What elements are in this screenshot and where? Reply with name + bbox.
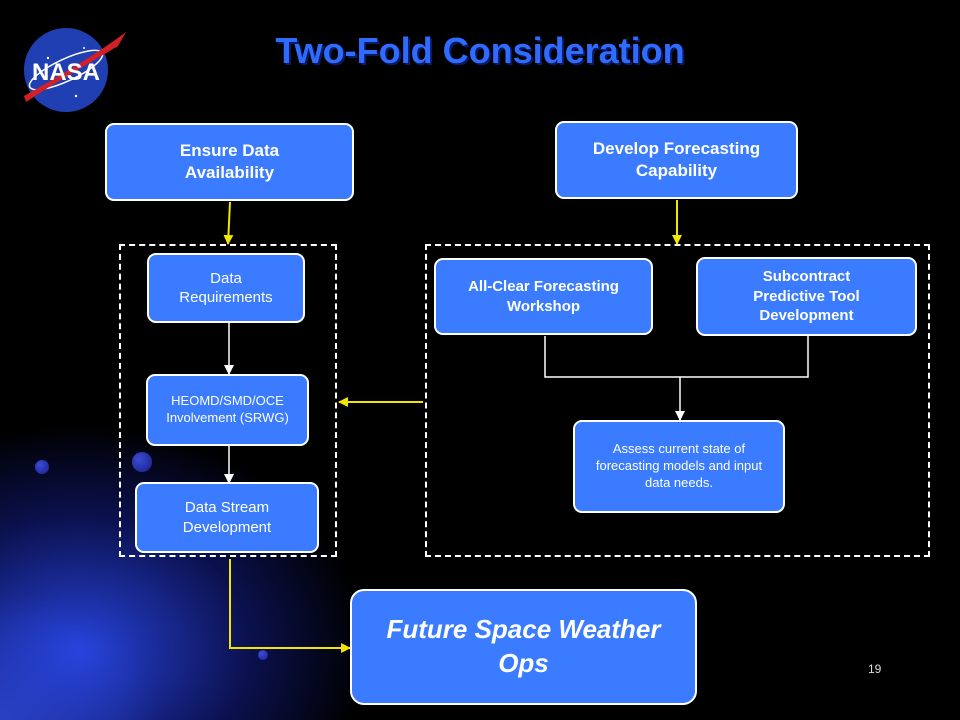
arrow-to-future-ops — [229, 559, 351, 653]
arrow-ensure-to-group — [223, 201, 234, 245]
decorative-dot — [35, 460, 49, 474]
subcontract-predictive-tool-box: Subcontract Predictive Tool Development — [696, 257, 917, 336]
nasa-logo-text: NASA — [32, 59, 100, 86]
all-clear-workshop-box: All-Clear Forecasting Workshop — [434, 258, 653, 335]
data-stream-development-box: Data Stream Development — [135, 482, 319, 553]
ensure-data-availability-box: Ensure Data Availability — [105, 123, 354, 201]
merge-line — [544, 336, 809, 378]
assess-current-state-box: Assess current state of forecasting mode… — [573, 420, 785, 513]
future-space-weather-ops-box: Future Space Weather Ops — [350, 589, 697, 705]
nasa-logo: NASA — [24, 28, 126, 112]
decorative-dot — [132, 452, 152, 472]
page-number: 19 — [868, 662, 882, 676]
develop-forecasting-capability-box: Develop Forecasting Capability — [555, 121, 798, 199]
heomd-involvement-box: HEOMD/SMD/OCE Involvement (SRWG) — [146, 374, 309, 446]
right-group-outline — [425, 244, 930, 557]
data-requirements-box: Data Requirements — [147, 253, 305, 323]
decorative-dot — [258, 650, 268, 660]
slide-title: Two-Fold Consideration — [275, 30, 685, 71]
left-group-outline — [119, 244, 337, 557]
